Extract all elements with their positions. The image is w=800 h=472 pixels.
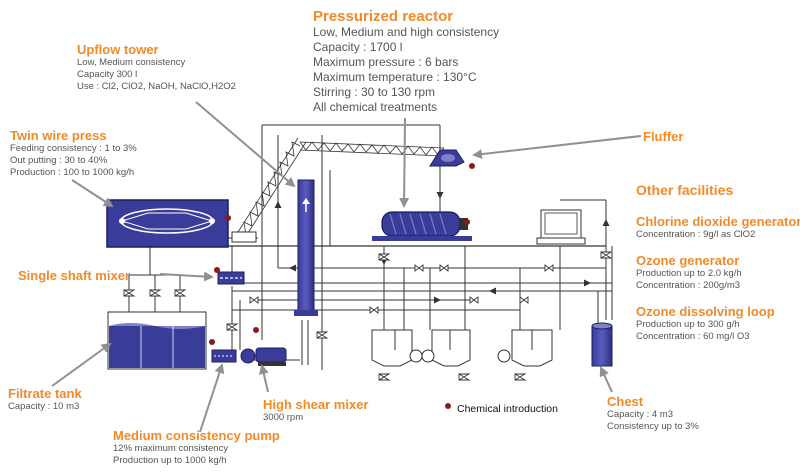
medium-consistency-pump-title: Medium consistency pump xyxy=(113,428,280,443)
ozone-generator-title: Ozone generator xyxy=(636,253,740,268)
pressurized-reactor-line: Stirring : 30 to 130 rpm xyxy=(313,85,436,99)
filtrate-tank-line: Capacity : 10 m3 xyxy=(8,401,80,412)
pressurized-reactor-line: Capacity : 1700 l xyxy=(313,40,403,54)
chest-label: Chest Capacity : 4 m3 Consistency up to … xyxy=(607,394,699,433)
computer-icon xyxy=(536,209,586,245)
single-shaft-mixer xyxy=(217,271,245,285)
twin-wire-press-line: Production : 100 to 1000 kg/h xyxy=(10,167,135,178)
high-shear-mixer-line: 3000 rpm xyxy=(263,412,304,423)
twin-wire-press-title: Twin wire press xyxy=(10,128,107,143)
pressurized-reactor-line: Maximum temperature : 130°C xyxy=(313,70,477,84)
ozone-generator-label: Ozone generator Production up to 2.0 kg/… xyxy=(636,253,742,292)
legend-label: Chemical introduction xyxy=(457,403,558,415)
twin-wire-press-label: Twin wire press Feeding consistency : 1 … xyxy=(10,128,137,179)
chlorine-dioxide-generator-label: Chlorine dioxide generator Concentration… xyxy=(636,214,800,241)
chest-tank xyxy=(591,322,613,367)
upflow-tower-line: Use : Cl2, ClO2, NaOH, NaClO,H2O2 xyxy=(77,81,236,92)
ozone-dissolving-loop-label: Ozone dissolving loop Production up to 3… xyxy=(636,304,775,343)
mc-pump-and-mixer xyxy=(211,347,287,366)
callout-arrows xyxy=(51,101,642,433)
other-facilities-title: Other facilities xyxy=(636,182,734,198)
upflow-tower-title: Upflow tower xyxy=(77,42,159,57)
ozone-dissolving-loop-line: Production up to 300 g/h xyxy=(636,319,740,330)
legend: Chemical introduction xyxy=(457,399,558,417)
pressurized-reactor-line: Maximum pressure : 6 bars xyxy=(313,55,459,69)
chlorine-dioxide-generator-title: Chlorine dioxide generator xyxy=(636,214,800,229)
medium-consistency-pump-line: Production up to 1000 kg/h xyxy=(113,455,227,466)
chemical-dots xyxy=(209,163,475,409)
pressurized-reactor-line: All chemical treatments xyxy=(313,100,438,114)
pressurized-reactor-label: Pressurized reactor Low, Medium and high… xyxy=(313,8,499,115)
medium-consistency-pump-line: 12% maximum consistency xyxy=(113,443,229,454)
high-shear-mixer-title: High shear mixer xyxy=(263,397,369,412)
filtrate-tank-title: Filtrate tank xyxy=(8,386,82,401)
filtrate-tank-label: Filtrate tank Capacity : 10 m3 xyxy=(8,386,82,413)
ozone-loop-tanks xyxy=(371,329,553,367)
upflow-tower-line: Capacity 300 l xyxy=(77,69,138,80)
pressurized-reactor-vessel xyxy=(372,211,472,241)
twin-wire-press-line: Feeding consistency : 1 to 3% xyxy=(10,143,137,154)
ozone-generator-line: Concentration : 200g/m3 xyxy=(636,280,741,291)
valves xyxy=(123,251,613,381)
chest-line: Consistency up to 3% xyxy=(607,421,699,432)
twin-wire-press-line: Out putting : 30 to 40% xyxy=(10,155,108,166)
chlorine-dioxide-generator-line: Concentration : 9g/l as ClO2 xyxy=(636,229,756,240)
medium-consistency-pump-label: Medium consistency pump 12% maximum cons… xyxy=(113,428,280,467)
single-shaft-mixer-title: Single shaft mixer xyxy=(18,268,130,283)
chest-line: Capacity : 4 m3 xyxy=(607,409,673,420)
fluffer-unit xyxy=(429,149,465,167)
ozone-generator-line: Production up to 2.0 kg/h xyxy=(636,268,742,279)
filtrate-tank xyxy=(107,311,207,370)
conveyor-lattice xyxy=(237,137,445,237)
pressurized-reactor-line: Low, Medium and high consistency xyxy=(313,25,500,39)
twin-wire-press xyxy=(106,199,257,248)
upflow-tower-vessel xyxy=(294,179,318,316)
upflow-tower-label: Upflow tower Low, Medium consistency Cap… xyxy=(77,42,236,93)
ozone-dissolving-loop-line: Concentration : 60 mg/l O3 xyxy=(636,331,750,342)
chest-title: Chest xyxy=(607,394,644,409)
fluffer-title: Fluffer xyxy=(643,129,684,144)
ozone-dissolving-loop-title: Ozone dissolving loop xyxy=(636,304,775,319)
pressurized-reactor-title: Pressurized reactor xyxy=(313,8,454,25)
high-shear-mixer-label: High shear mixer 3000 rpm xyxy=(263,397,369,424)
upflow-tower-line: Low, Medium consistency xyxy=(77,57,186,68)
